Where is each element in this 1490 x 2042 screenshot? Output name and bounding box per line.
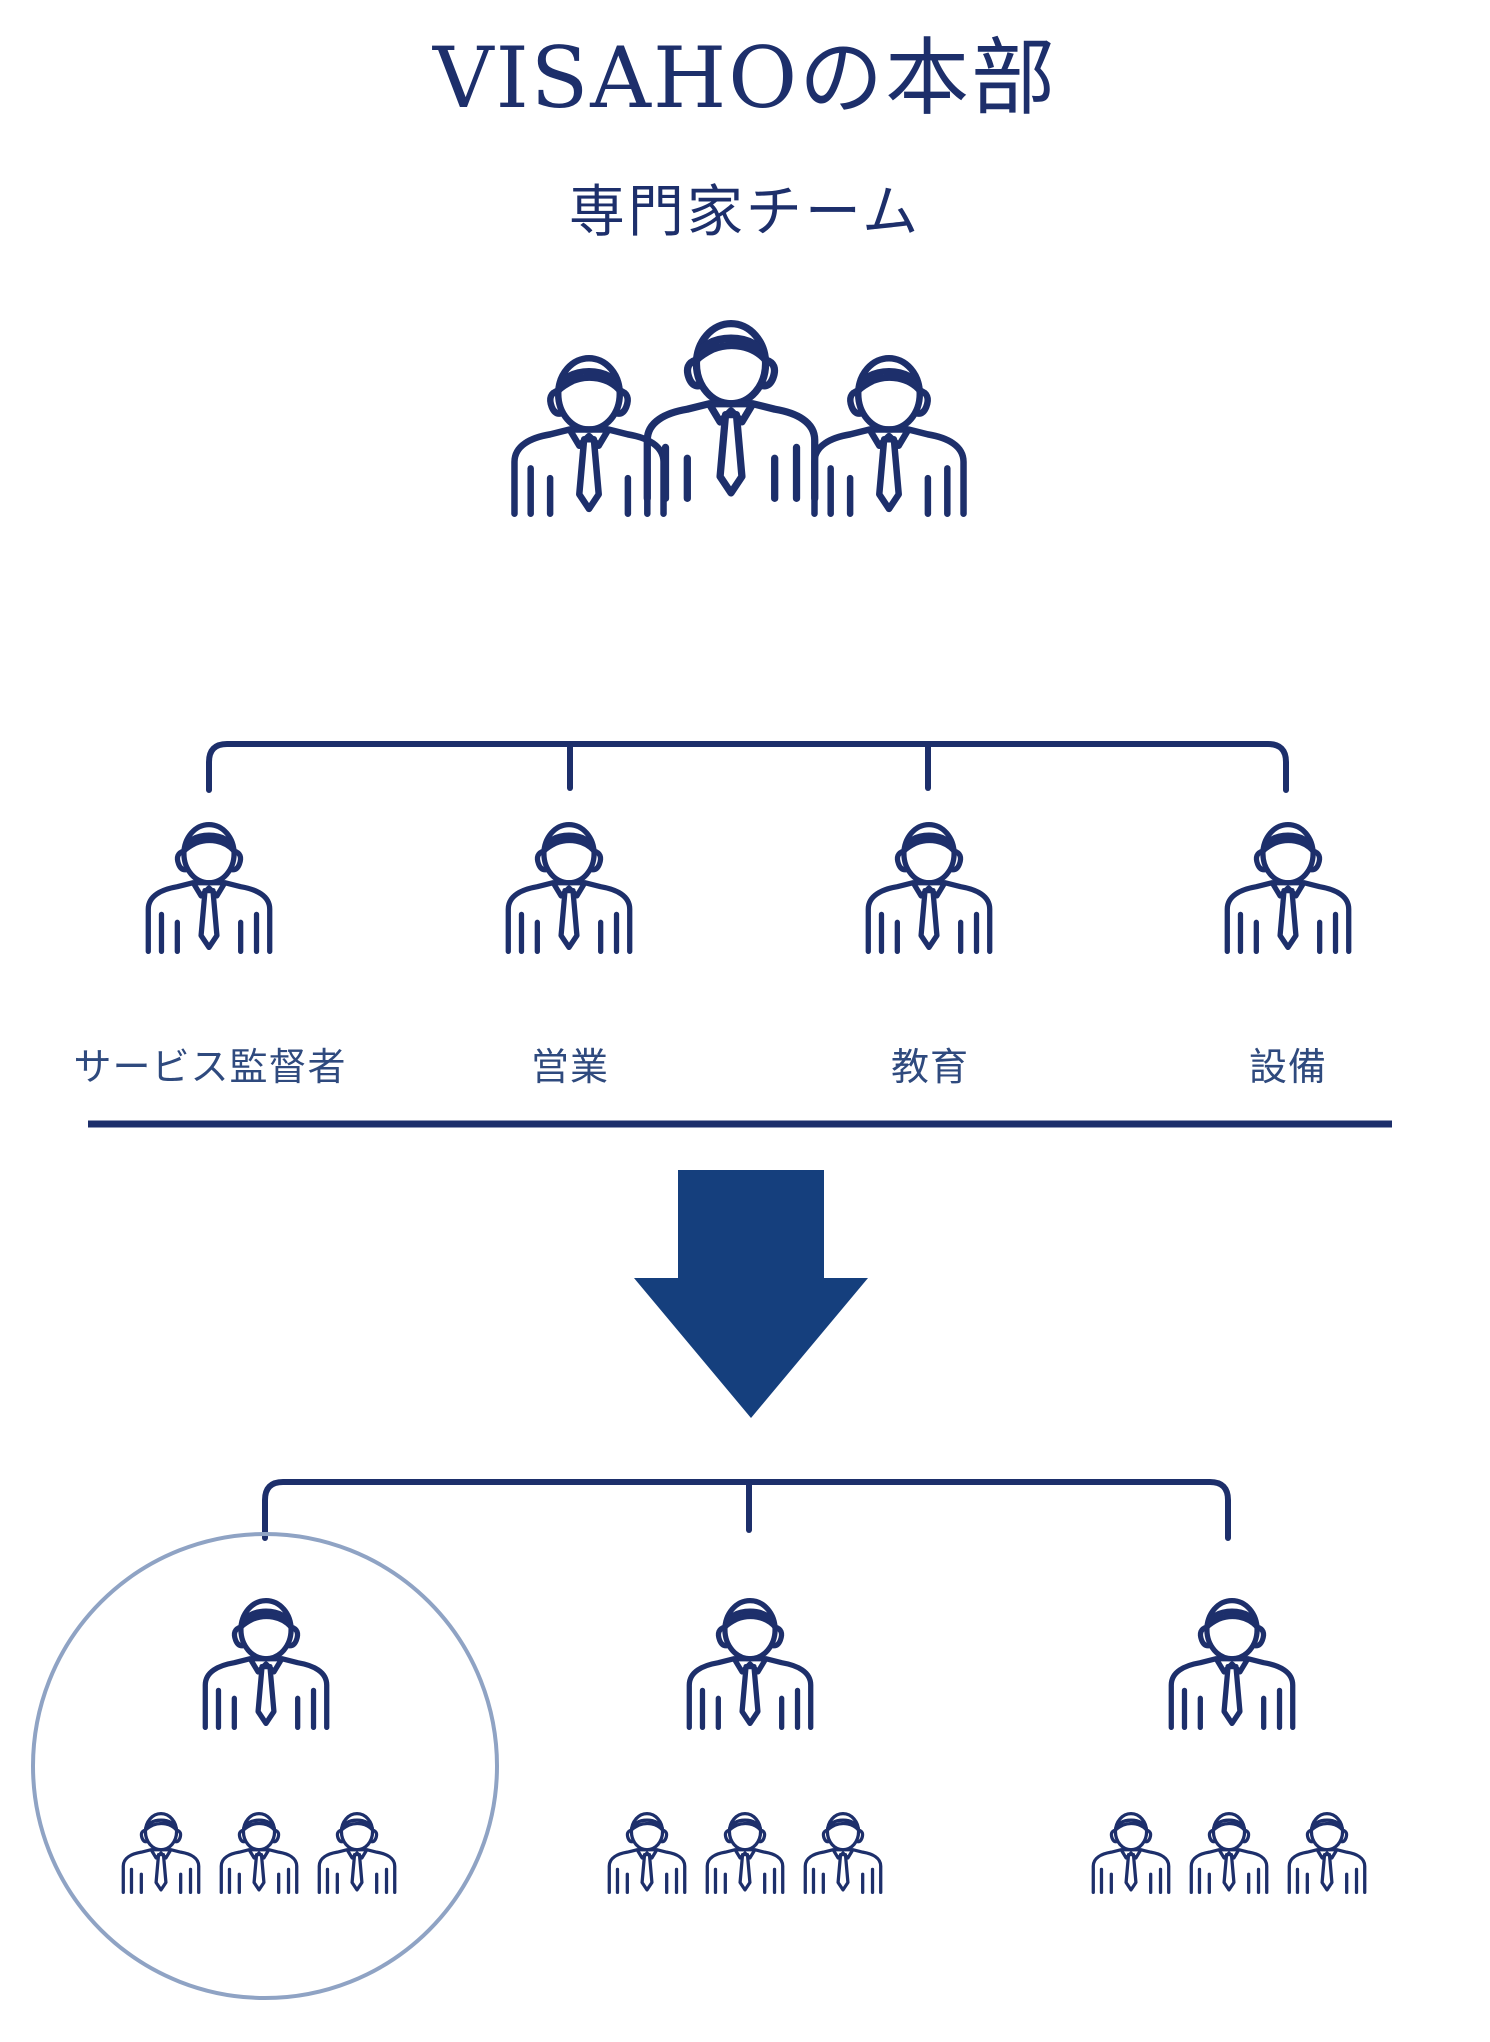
page-subtitle: 専門家チーム [568,180,922,245]
department-label-education: 教育 [890,1045,969,1089]
member-icon [1287,1812,1367,1894]
member-icon [121,1812,201,1894]
page-title: VISAHOの本部 [432,29,1058,127]
highlight-ring [31,1532,499,2000]
person-icon [868,825,989,952]
department-label-service-supervisor: サービス監督者 [73,1045,347,1089]
leader-icon [1171,1601,1292,1728]
member-icon [705,1812,785,1894]
team-group [1091,1601,1367,1894]
person-icon [1227,825,1348,952]
department-label-equipment: 設備 [1248,1045,1327,1089]
group-bracket [262,1479,1231,1541]
team-group [121,1601,397,1894]
member-icon [1189,1812,1269,1894]
department-label-sales: 営業 [530,1045,609,1089]
department-bracket [206,741,1289,793]
team-group [607,1601,883,1894]
person-icon [508,825,629,952]
member-icon [219,1812,299,1894]
leader-icon [205,1601,326,1728]
member-icon [1091,1812,1171,1894]
member-icon [607,1812,687,1894]
member-icon [803,1812,883,1894]
down-arrow-icon [634,1170,868,1418]
member-icon [317,1812,397,1894]
leader-icon [689,1601,810,1728]
person-icon [148,825,269,952]
expert-team-icon [514,324,963,514]
